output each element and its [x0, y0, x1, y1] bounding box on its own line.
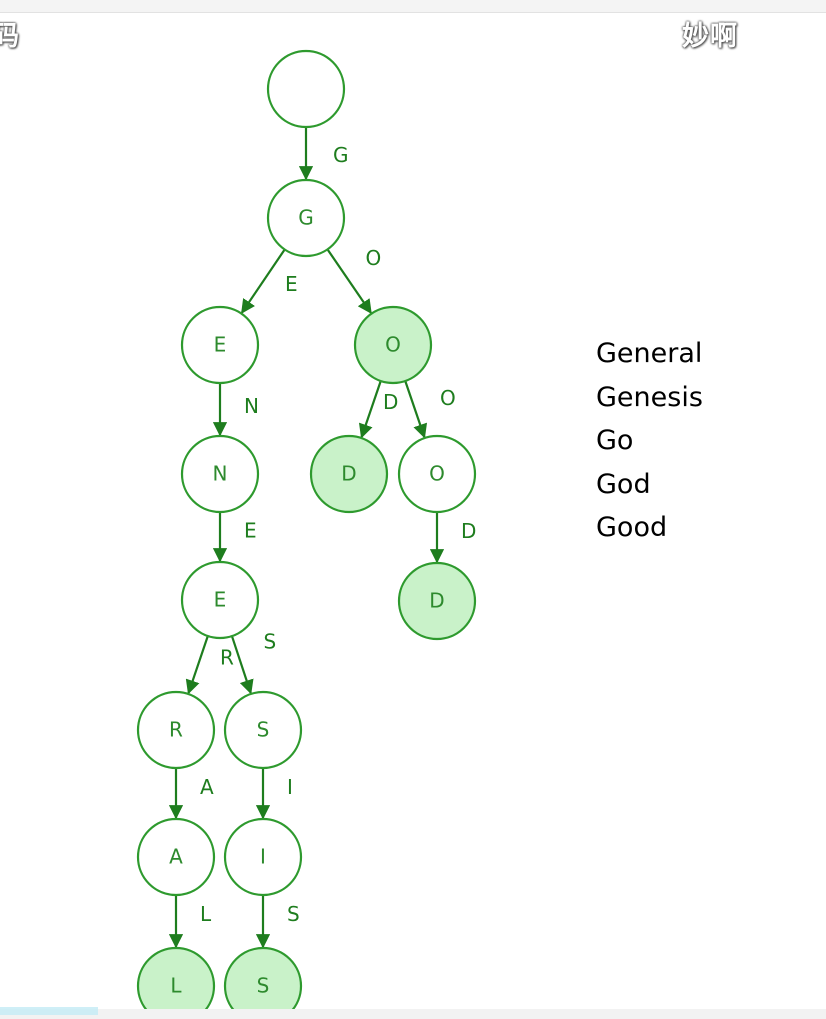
word-item: Genesis: [596, 381, 703, 413]
node-label: R: [169, 718, 183, 742]
node-label: O: [385, 333, 401, 357]
trie-node: A: [136, 817, 216, 897]
trie-node: I: [223, 817, 303, 897]
edge-label: L: [200, 902, 212, 926]
word-item: Good: [596, 512, 668, 543]
edge-label: S: [287, 902, 300, 926]
edge-label: O: [366, 246, 382, 270]
trie-node: E: [180, 305, 260, 385]
terminal-node-circle: [397, 561, 477, 641]
node-label: S: [257, 974, 270, 998]
edge-label: D: [383, 390, 398, 414]
edge-label: E: [244, 519, 257, 543]
trie-node: G: [266, 178, 346, 258]
node-circle: [266, 49, 346, 129]
trie-edge: [326, 248, 372, 315]
word-item: General: [596, 338, 703, 369]
node-label: L: [170, 974, 182, 998]
edge-label: S: [264, 630, 277, 654]
node-label: E: [214, 588, 227, 612]
bottom-strip: [0, 1009, 826, 1019]
node-label: D: [341, 462, 356, 486]
node-circle: [180, 434, 260, 514]
node-circle: [223, 690, 303, 770]
word-list: General Genesis Go God Good: [596, 332, 703, 550]
word-item: Go: [596, 425, 634, 456]
node-circle: [397, 434, 477, 514]
edge-label: N: [244, 394, 259, 418]
node-label: S: [257, 718, 270, 742]
watermark-right: 妙啊: [682, 21, 738, 52]
node-circle: [266, 178, 346, 258]
edge-label: I: [287, 775, 293, 799]
node-label: N: [213, 462, 228, 486]
trie-edge: [185, 635, 209, 695]
node-circle: [136, 817, 216, 897]
trie-edge: [230, 635, 254, 695]
node-label: O: [429, 462, 445, 486]
edges-layer: G E O N D O E D R S A I L S: [168, 127, 476, 949]
node-circle: [180, 305, 260, 385]
trie-node: L: [136, 946, 216, 1019]
terminal-node-circle: [353, 305, 433, 385]
trie-node: R: [136, 690, 216, 770]
trie-node: O: [397, 434, 477, 514]
node-circle: [223, 817, 303, 897]
edge-label: O: [440, 386, 456, 410]
edge-label: A: [200, 775, 214, 799]
node-label: I: [260, 845, 266, 869]
edge-label: R: [220, 646, 234, 670]
bottom-highlight: [0, 1007, 98, 1015]
trie-edge: [404, 380, 428, 439]
edge-label: E: [285, 272, 298, 296]
node-label: E: [214, 333, 227, 357]
word-item: God: [596, 468, 651, 500]
trie-node: D: [309, 434, 389, 514]
nodes-layer: G E O N D O E D R S A I L S: [136, 49, 477, 1019]
trie-node: N: [180, 434, 260, 514]
terminal-node-circle: [309, 434, 389, 514]
watermark-left: 码: [0, 21, 20, 52]
edge-label: D: [461, 519, 476, 543]
terminal-node-circle: [136, 946, 216, 1019]
trie-node: D: [397, 561, 477, 641]
node-circle: [180, 560, 260, 640]
trie-node: [266, 49, 346, 129]
trie-node: S: [223, 690, 303, 770]
node-label: A: [169, 845, 183, 869]
top-strip: [0, 0, 826, 13]
edge-label: G: [333, 143, 349, 167]
trie-node: O: [353, 305, 433, 385]
trie-edge: [358, 380, 382, 439]
node-circle: [136, 690, 216, 770]
node-label: G: [298, 206, 314, 230]
terminal-node-circle: [223, 946, 303, 1019]
trie-node: E: [180, 560, 260, 640]
node-label: D: [429, 589, 444, 613]
trie-edge: [240, 248, 286, 314]
trie-node: S: [223, 946, 303, 1019]
